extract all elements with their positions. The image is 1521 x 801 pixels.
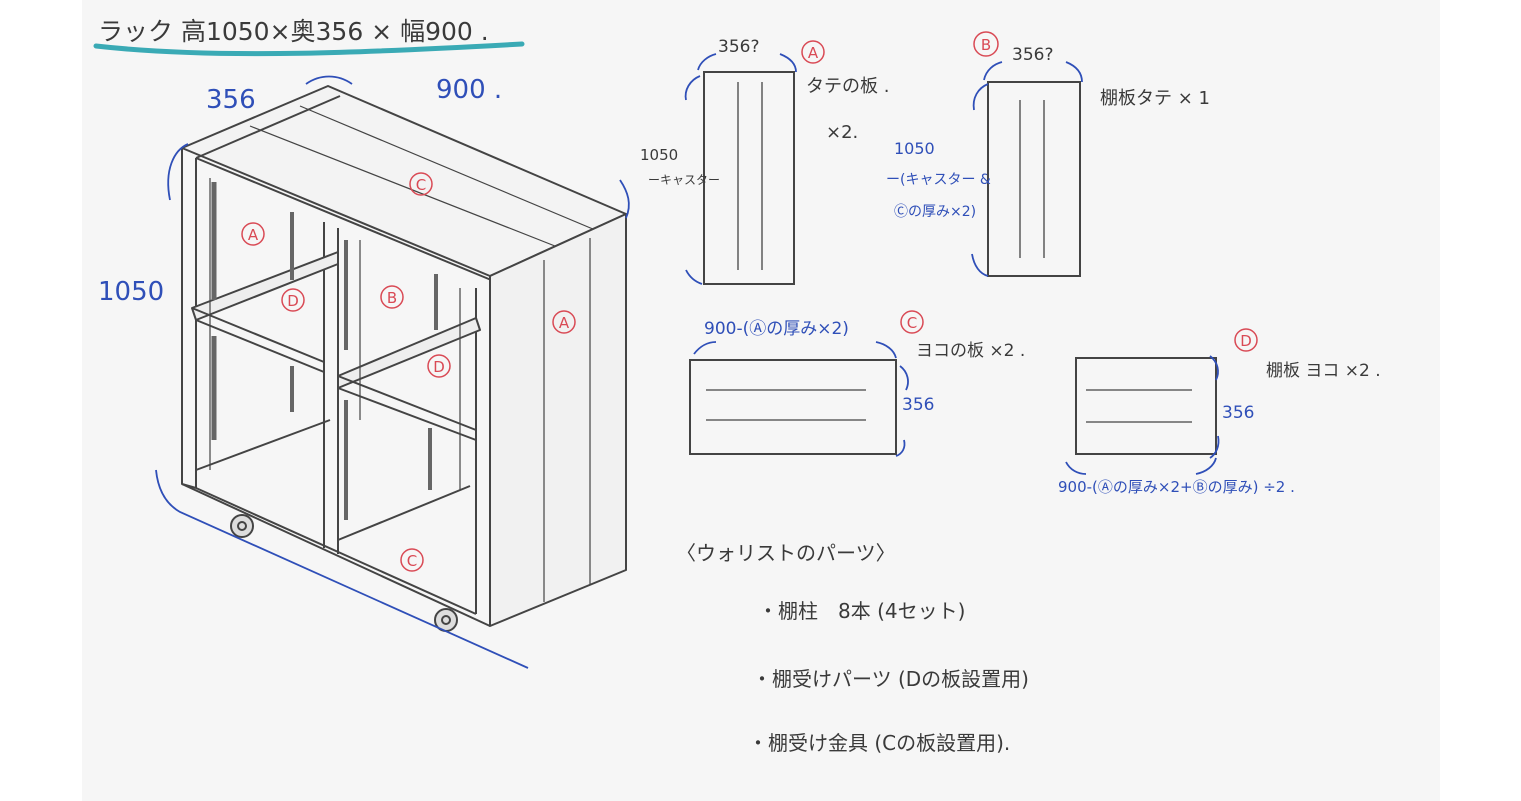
caster-wheel-front [230,514,254,538]
rack-height-dimension: 1050 [98,277,164,307]
part-a-dimension-arcs [684,53,797,285]
rack-depth-dimension: 356 [206,85,256,115]
parts-list-item-2: ・棚受けパーツ (Dの板設置用) [752,667,1029,691]
part-c-description: ヨコの板 ×2 . [916,341,1025,361]
part-b-dimension-arcs [971,61,1083,277]
part-d-board [1075,357,1217,455]
parts-list-heading: 〈ウォリストのパーツ〉 [676,541,896,565]
part-c-width-dimension: 900-(Ⓐの厚み×2) [704,319,849,339]
page-title: ラック 高1050×奥356 × 幅900 . [98,17,489,46]
part-d-description: 棚板 ヨコ ×2 . [1266,361,1381,381]
part-a-height-dimension-1: 1050 [640,146,678,164]
part-b-circle-label: B [981,36,991,54]
rack-dimension-marks [155,75,630,669]
part-c-circle-label: C [907,314,917,332]
part-a-circle-label: A [808,44,819,62]
rack-drawing [181,85,627,632]
rack-width-dimension: 900 . [436,75,502,105]
part-c-depth-dimension: 356 [902,395,934,415]
rack-label-top: C [416,176,426,194]
part-a-description: タテの板 . [806,76,889,97]
part-b-height-dimension-2: ー(キャスター & [886,172,991,188]
rack-side-panel [489,213,627,627]
rack-part-labels [241,172,576,572]
rack-label-right-shelf: D [433,358,445,376]
part-d-circle-label: D [1240,332,1252,350]
part-d-depth-dimension: 356 [1222,403,1254,423]
rack-label-right-upper: B [387,289,397,307]
part-a-top-dimension: 356? [718,37,759,57]
title-highlighter-underline [93,41,525,57]
part-b-board [987,81,1081,277]
rack-label-bottom: C [407,552,417,570]
part-c-dimension-arcs [693,341,909,457]
part-b-description: 棚板タテ × 1 [1100,88,1210,109]
part-b-height-dimension-3: Ⓒの厚み×2) [894,204,976,220]
rack-label-side: A [559,314,570,332]
part-b-height-dimension-1: 1050 [894,139,935,158]
part-a-board [703,71,795,285]
parts-list-item-1: ・棚柱 8本 (4セット) [758,599,965,623]
rack-label-left-shelf: D [287,292,299,310]
part-a-quantity: ×2. [826,122,858,143]
part-a-height-dimension-2: ーキャスター [648,173,720,187]
parts-list-item-3: ・棚受け金具 (Cの板設置用). [748,731,1010,755]
part-b-top-dimension: 356? [1012,45,1053,65]
part-c-board [689,359,897,455]
part-d-width-dimension: 900-(Ⓐの厚み×2+Ⓑの厚み) ÷2 . [1058,478,1295,496]
rack-label-left-upper: A [248,226,259,244]
part-d-dimension-arcs [1065,355,1220,475]
